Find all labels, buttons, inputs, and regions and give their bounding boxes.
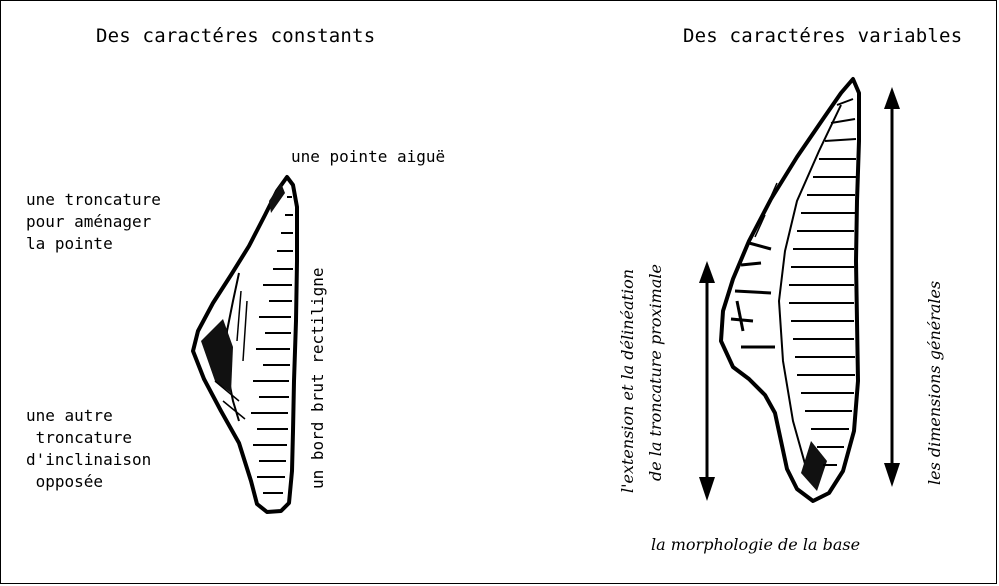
left-point-drawing — [193, 177, 297, 512]
dimensions-arrow — [884, 87, 900, 487]
right-point-drawing — [721, 79, 859, 501]
proximal-extent-arrow — [699, 261, 715, 501]
